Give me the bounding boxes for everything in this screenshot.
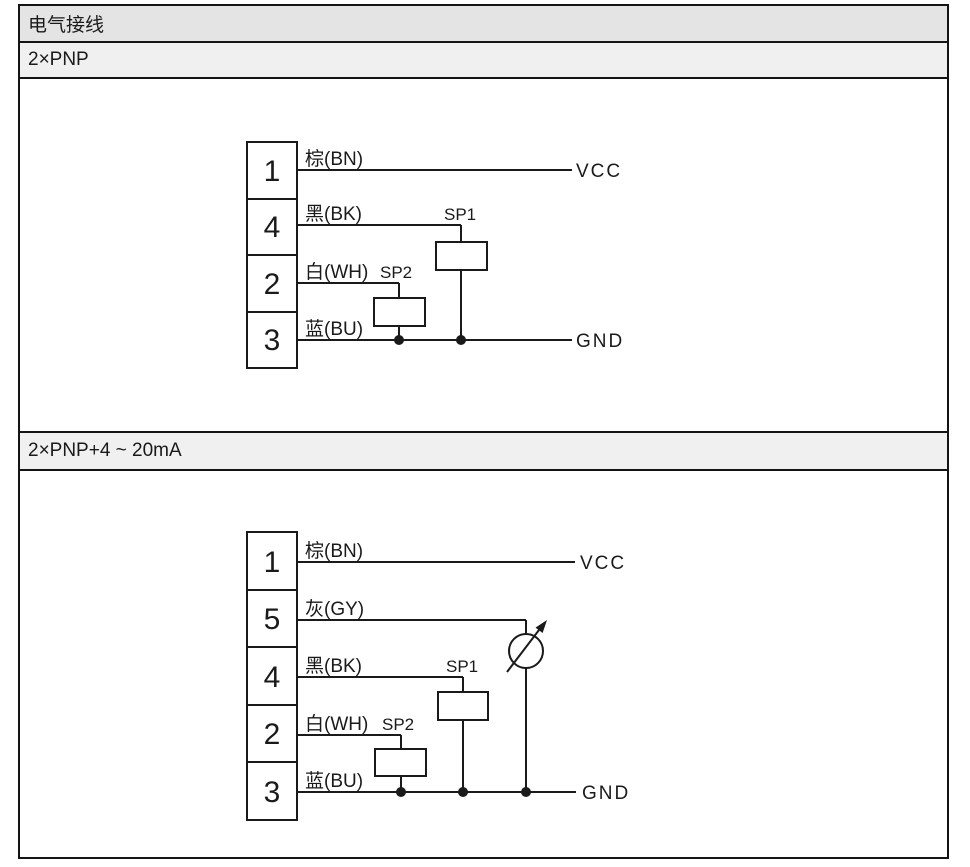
gnd-terminal-label: GND (576, 331, 624, 352)
junction-dot (394, 335, 404, 345)
meter-arrow-shaft (506, 629, 540, 673)
pin-number: 2 (264, 268, 281, 301)
wiring-table: 电气接线 2×PNP 1 4 2 3 棕(BN) VCC (18, 4, 949, 859)
section1-diagram-cell: 1 4 2 3 棕(BN) VCC SP1 白(WH) SP2 (20, 79, 947, 433)
vcc-terminal-label: VCC (580, 553, 626, 574)
junction-dot (521, 787, 531, 797)
sp2-label: SP2 (380, 263, 412, 282)
sp1-load-box (437, 691, 489, 721)
diagram-2xpnp: 1 4 2 3 棕(BN) VCC SP1 白(WH) SP2 (246, 141, 624, 369)
wire-blue-label: 蓝(BU) (305, 770, 363, 792)
meter-arrow-head (535, 620, 547, 633)
sp2-label: SP2 (382, 715, 414, 734)
sp1-label: SP1 (446, 657, 478, 676)
section2-header-row: 2×PNP+4 ~ 20mA (20, 433, 947, 471)
wire-grey-label: 灰(GY) (305, 598, 364, 620)
table-header-row: 电气接线 (20, 6, 947, 43)
wire-brown-label: 棕(BN) (305, 148, 363, 170)
wire-white-label: 白(WH) (305, 713, 368, 735)
section1-heading: 2×PNP (28, 49, 89, 70)
table-title: 电气接线 (28, 15, 105, 36)
wire-blue-label: 蓝(BU) (305, 318, 363, 340)
wire-white-label: 白(WH) (305, 261, 368, 283)
section2-diagram-cell: 1 5 4 2 3 棕(BN) VCC 灰(GY) (20, 471, 947, 857)
pin-number: 3 (264, 324, 281, 357)
sp1-label: SP1 (444, 205, 476, 224)
wire-black-label: 黑(BK) (305, 204, 362, 225)
pin-number: 5 (264, 603, 281, 636)
gnd-terminal-label: GND (582, 783, 630, 804)
pin-number: 4 (264, 661, 281, 694)
sp1-load-box (435, 241, 488, 271)
diagram-2xpnp-420ma: 1 5 4 2 3 棕(BN) VCC 灰(GY) (246, 531, 630, 821)
pin-number: 3 (264, 776, 281, 809)
wire-black-label: 黑(BK) (305, 656, 362, 677)
sp2-load-box (373, 297, 426, 327)
junction-dot (458, 787, 468, 797)
junction-dot (456, 335, 466, 345)
section1-header-row: 2×PNP (20, 43, 947, 79)
pin-number: 2 (264, 718, 281, 751)
pin-number: 1 (264, 155, 281, 188)
junction-dot (396, 787, 406, 797)
wire-brown-label: 棕(BN) (305, 540, 363, 562)
section2-heading: 2×PNP+4 ~ 20mA (28, 440, 182, 461)
pin-number: 1 (264, 546, 281, 579)
pin-number: 4 (264, 211, 281, 244)
sp2-load-box (374, 748, 427, 777)
analog-current-meter-icon (506, 620, 547, 673)
vcc-terminal-label: VCC (576, 161, 622, 182)
connector-body (246, 531, 298, 821)
